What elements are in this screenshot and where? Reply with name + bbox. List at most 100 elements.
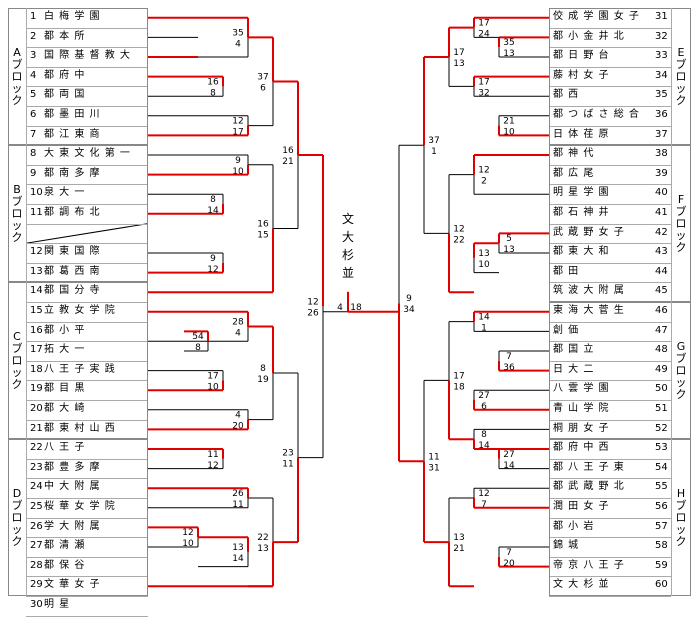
row-divider (26, 302, 148, 303)
score-label: 26 (307, 308, 319, 318)
score-label: 13 (503, 245, 514, 255)
score-label: 24 (478, 30, 490, 40)
team-number: 34 (655, 69, 668, 81)
score-label: 12 (453, 224, 464, 234)
score-label: 15 (257, 231, 268, 241)
score-label: 4 (235, 39, 241, 49)
team-number: 38 (655, 148, 668, 160)
row-divider (26, 380, 148, 382)
team-number: 50 (655, 383, 668, 395)
row-divider (549, 380, 671, 382)
team-name: 都 つ ば さ 総 合 (553, 109, 640, 120)
team-number: 48 (655, 344, 668, 356)
team-number: 9 (30, 167, 37, 179)
row-divider (549, 341, 671, 343)
team-name: 八 雲 学 園 (553, 383, 610, 395)
score-label: 22 (453, 235, 464, 245)
score-label: 10 (478, 260, 490, 270)
team-name: 都 清 瀬 (44, 540, 86, 552)
score-label: 7 (481, 500, 487, 510)
team-number: 32 (655, 30, 668, 42)
team-number: 51 (655, 403, 668, 414)
team-name: 藤 村 女 子 (553, 69, 610, 81)
row-divider (26, 106, 148, 107)
row-divider (549, 400, 671, 401)
score-label: 1 (431, 147, 437, 157)
score-label: 12 (182, 528, 193, 538)
score-label: 14 (478, 313, 490, 323)
row-divider (26, 400, 148, 401)
team-number: 7 (30, 128, 37, 140)
row-divider (549, 419, 671, 421)
team-name: 明 星 学 園 (553, 187, 610, 199)
row-divider (549, 596, 671, 597)
team-name: 桜 華 女 学 院 (44, 501, 116, 512)
team-number: 27 (30, 540, 43, 552)
team-number: 2 (30, 30, 37, 42)
score-label: 8 (260, 364, 266, 374)
block-separator (671, 8, 672, 146)
team-name: 都 大 崎 (44, 403, 86, 414)
team-number: 29 (30, 579, 43, 591)
team-number: 1 (30, 11, 37, 22)
row-divider (26, 223, 148, 225)
score-label: 12 (232, 117, 243, 127)
score-label: 14 (207, 206, 219, 216)
score-label: 11 (207, 450, 218, 460)
score-label: 27 (503, 450, 514, 460)
team-name: 都 墨 田 川 (44, 109, 101, 120)
team-number: 53 (655, 442, 668, 454)
row-divider (549, 106, 671, 107)
score-label: 10 (182, 539, 194, 549)
team-number: 43 (655, 246, 668, 258)
score-label: 7 (506, 548, 512, 558)
row-divider (26, 66, 148, 68)
team-number: 19 (30, 383, 43, 395)
row-divider (549, 282, 671, 284)
row-divider (26, 537, 148, 539)
team-number: 35 (655, 89, 668, 101)
team-number: 58 (655, 540, 668, 552)
block-label: Dブロック (11, 486, 23, 548)
score-label: 31 (428, 463, 439, 473)
team-name: 潤 田 女 子 (553, 501, 610, 512)
team-name: 都 石 神 井 (553, 207, 610, 218)
score-label: 4 (235, 411, 241, 421)
score-label: 10 (207, 382, 219, 392)
winning-path-lines (148, 16, 549, 588)
team-name: 都 両 国 (44, 89, 86, 101)
row-divider (26, 204, 148, 205)
team-name: 都 神 代 (553, 148, 595, 160)
row-divider (549, 262, 671, 264)
team-number: 15 (30, 305, 43, 316)
row-divider (549, 27, 671, 29)
score-label: 11 (282, 460, 293, 470)
bracket-lines (25, 27, 549, 568)
team-number: 20 (30, 403, 43, 414)
row-divider (549, 204, 671, 205)
row-divider (549, 321, 671, 323)
score-label: 18 (350, 303, 362, 313)
team-number: 41 (655, 207, 668, 218)
score-label: 36 (503, 363, 515, 373)
score-label: 13 (453, 533, 464, 543)
score-label: 21 (503, 117, 514, 127)
score-label: 12 (478, 489, 489, 499)
block-label: Gブロック (675, 339, 687, 401)
team-name: 中 大 附 属 (44, 481, 101, 493)
score-label: 7 (506, 352, 512, 362)
row-divider (26, 419, 148, 421)
score-label: 10 (503, 128, 515, 138)
team-number: 31 (655, 11, 668, 22)
block-label: Bブロック (11, 182, 23, 244)
row-divider (26, 164, 148, 166)
row-divider (549, 576, 671, 578)
team-number: 24 (30, 481, 43, 493)
score-label: 9 (235, 156, 241, 166)
score-label: 17 (453, 371, 464, 381)
team-number: 39 (655, 167, 668, 179)
team-number: 22 (30, 442, 43, 454)
team-name: 都 西 (553, 89, 580, 101)
block-frame (8, 145, 148, 283)
block-frame (8, 282, 148, 440)
